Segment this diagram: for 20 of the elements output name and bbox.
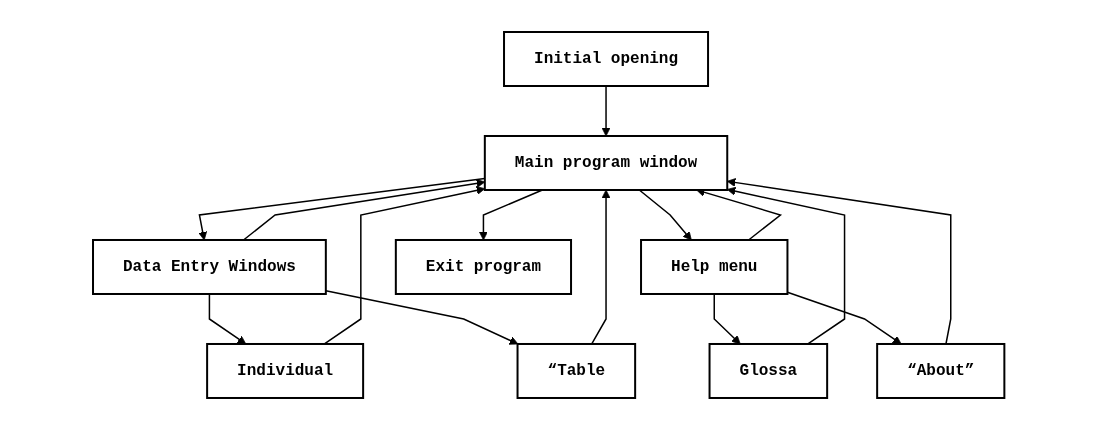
node-box: Initial opening — [502, 30, 709, 87]
node-box: “Table — [516, 342, 636, 399]
node-box: Glossa — [708, 342, 828, 399]
arrow — [478, 188, 543, 240]
arrow — [323, 185, 486, 345]
node-box: Help menu — [639, 238, 789, 295]
arrow — [324, 289, 519, 345]
arrow — [638, 188, 692, 240]
arrow — [786, 291, 902, 344]
arrow — [601, 84, 611, 136]
arrow — [590, 189, 611, 345]
node-box: “About” — [875, 342, 1006, 399]
arrow — [726, 186, 846, 345]
node-box: Individual — [205, 342, 364, 399]
node-box: Main program window — [483, 134, 729, 191]
arrow — [208, 292, 247, 344]
arrow — [726, 177, 952, 345]
arrow — [713, 292, 741, 344]
node-box: Exit program — [394, 238, 572, 295]
node-box: Data Entry Windows — [91, 238, 327, 295]
